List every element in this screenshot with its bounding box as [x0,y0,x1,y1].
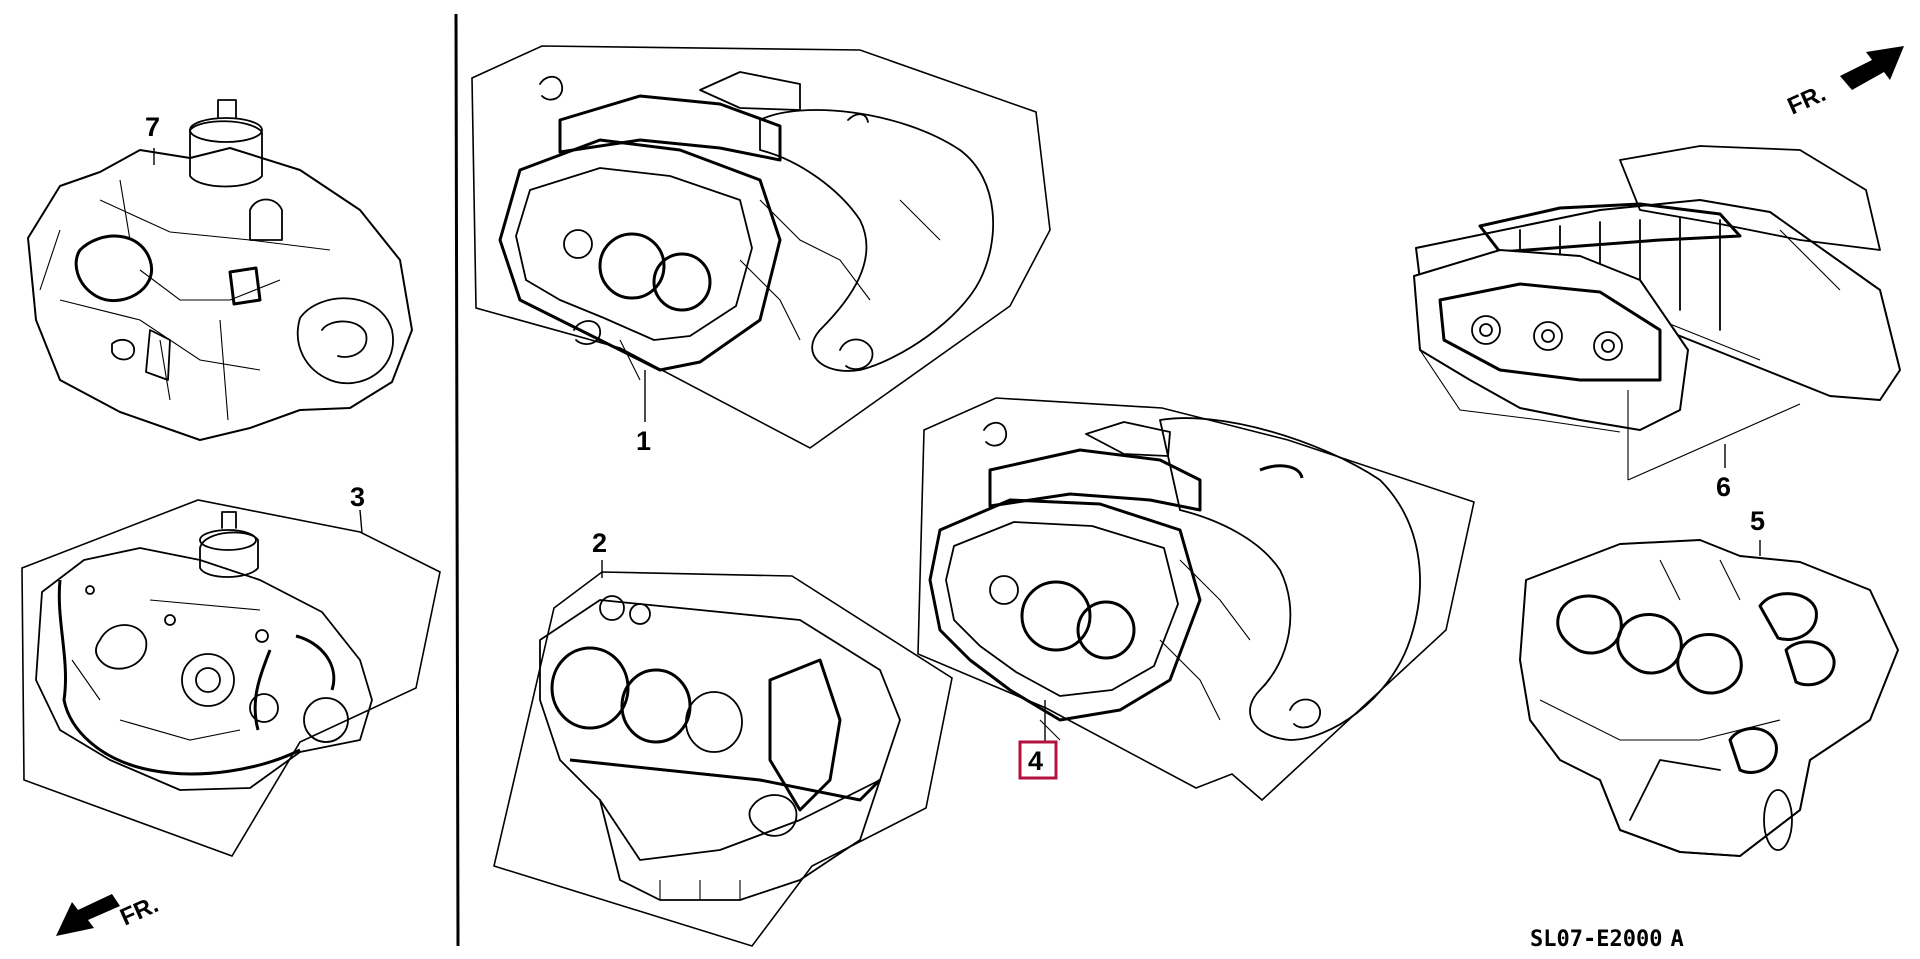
arrow-fr-icon [56,894,120,936]
callout-4[interactable]: 4 [1028,746,1043,776]
cylinder-head-assembly[interactable] [1413,145,1901,433]
fr-indicator-bottom-left: FR. [56,891,163,936]
callout-7[interactable]: 7 [145,112,160,142]
callout-1[interactable]: 1 [636,426,651,456]
fr-indicator-top-right: FR. [1784,46,1904,120]
engine-gasket-kit-1[interactable] [498,71,994,381]
callout-6[interactable]: 6 [1716,472,1731,502]
callout-3[interactable]: 3 [350,482,365,512]
arrow-fr-icon [1840,46,1904,90]
lower-block-gasket-kit-2[interactable] [539,595,901,901]
engine-block-assembly[interactable] [1519,539,1899,857]
callout-4-highlight [1018,740,1058,780]
svg-text:FR.: FR. [1784,80,1830,120]
callout-2[interactable]: 2 [592,528,607,558]
divider-line [454,13,460,947]
transmission-assembly[interactable] [27,99,413,441]
head-gasket-kit-4[interactable] [928,417,1421,741]
transmission-gasket-kit[interactable] [35,511,373,791]
callout-5[interactable]: 5 [1750,506,1765,536]
svg-text:FR.: FR. [116,891,162,931]
